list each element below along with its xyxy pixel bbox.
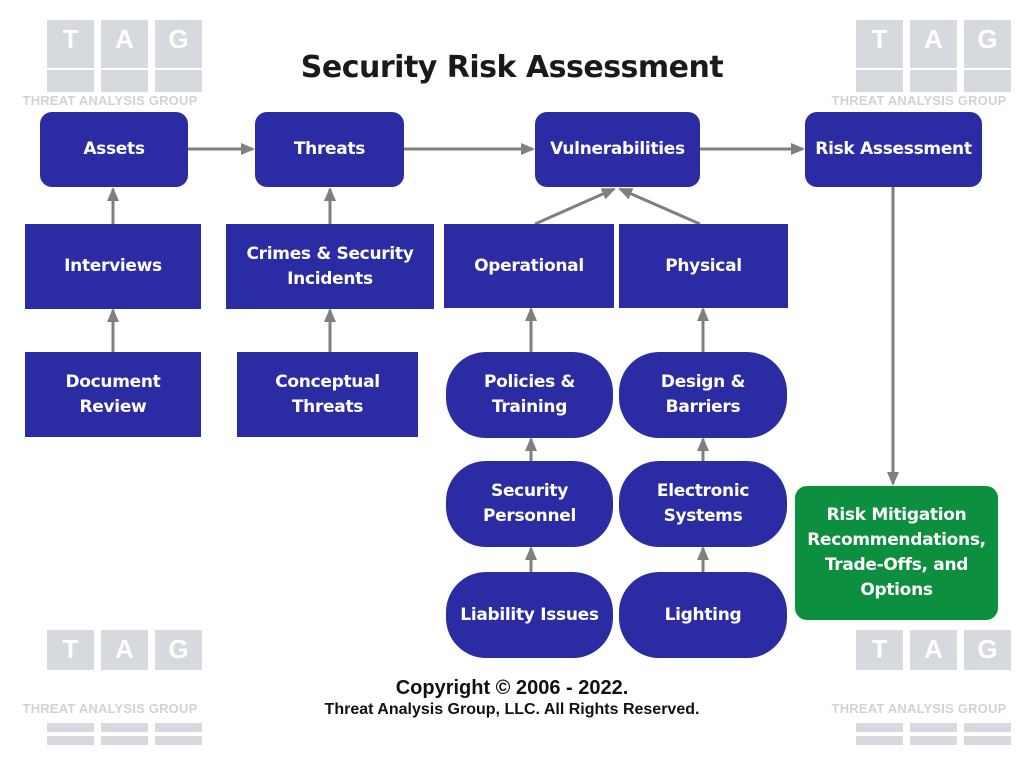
tag-logo-bottom-right: T A G THREAT ANALYSIS GROUP bbox=[831, 630, 1011, 746]
node-security-personnel: Security Personnel bbox=[446, 461, 613, 547]
node-label: Risk Mitigation Recommendations, Trade-O… bbox=[807, 505, 986, 600]
node-label: Lighting bbox=[664, 604, 742, 625]
node-vulnerabilities: Vulnerabilities bbox=[535, 112, 700, 187]
arrow-physical-to-vulnerabilities bbox=[618, 187, 701, 226]
node-label: Document Review bbox=[65, 371, 161, 417]
node-label: Vulnerabilities bbox=[550, 139, 685, 159]
node-operational: Operational bbox=[444, 224, 614, 308]
node-label: Liability Issues bbox=[460, 604, 599, 625]
logo-name: THREAT ANALYSIS GROUP bbox=[831, 93, 1007, 108]
logo-name: THREAT ANALYSIS GROUP bbox=[831, 701, 1007, 716]
node-liability-issues: Liability Issues bbox=[446, 572, 613, 658]
node-label: Crimes & Security Incidents bbox=[246, 243, 414, 289]
node-risk-mitigation: Risk Mitigation Recommendations, Trade-O… bbox=[795, 486, 998, 620]
arrow-operational-to-vulnerabilities bbox=[534, 187, 616, 226]
node-label: Operational bbox=[474, 255, 584, 276]
node-label: Design & Barriers bbox=[660, 372, 746, 417]
node-physical: Physical bbox=[619, 224, 788, 308]
tag-logo-top-left: T A G THREAT ANALYSIS GROUP bbox=[22, 20, 202, 136]
node-label: Policies & Training bbox=[483, 372, 576, 417]
node-threats: Threats bbox=[255, 112, 404, 187]
node-electronic-systems: Electronic Systems bbox=[619, 461, 787, 547]
node-crimes-security-incidents: Crimes & Security Incidents bbox=[226, 224, 434, 309]
copyright-line-2: Threat Analysis Group, LLC. All Rights R… bbox=[324, 701, 700, 718]
tag-logo-top-right: T A G THREAT ANALYSIS GROUP bbox=[831, 20, 1011, 136]
node-lighting: Lighting bbox=[619, 572, 787, 658]
node-label: Risk Assessment bbox=[815, 139, 972, 159]
logo-name: THREAT ANALYSIS GROUP bbox=[22, 93, 198, 108]
node-risk-assessment: Risk Assessment bbox=[805, 112, 982, 187]
node-document-review: Document Review bbox=[25, 352, 201, 437]
node-label: Electronic Systems bbox=[656, 481, 750, 526]
logo-name: THREAT ANALYSIS GROUP bbox=[22, 701, 198, 716]
node-label: Security Personnel bbox=[482, 481, 577, 526]
tag-logo-bottom-left: T A G THREAT ANALYSIS GROUP bbox=[22, 630, 202, 746]
node-conceptual-threats: Conceptual Threats bbox=[237, 352, 418, 437]
node-label: Conceptual Threats bbox=[275, 371, 380, 417]
node-design-barriers: Design & Barriers bbox=[619, 352, 787, 438]
node-label: Threats bbox=[293, 139, 366, 159]
node-assets: Assets bbox=[40, 112, 188, 187]
node-label: Interviews bbox=[64, 256, 162, 276]
node-label: Assets bbox=[83, 139, 145, 159]
page-title: Security Risk Assessment bbox=[300, 50, 724, 85]
node-interviews: Interviews bbox=[25, 224, 201, 309]
node-label: Physical bbox=[665, 255, 742, 276]
copyright-line-1: Copyright © 2006 - 2022. bbox=[395, 677, 629, 699]
node-policies-training: Policies & Training bbox=[446, 352, 613, 438]
